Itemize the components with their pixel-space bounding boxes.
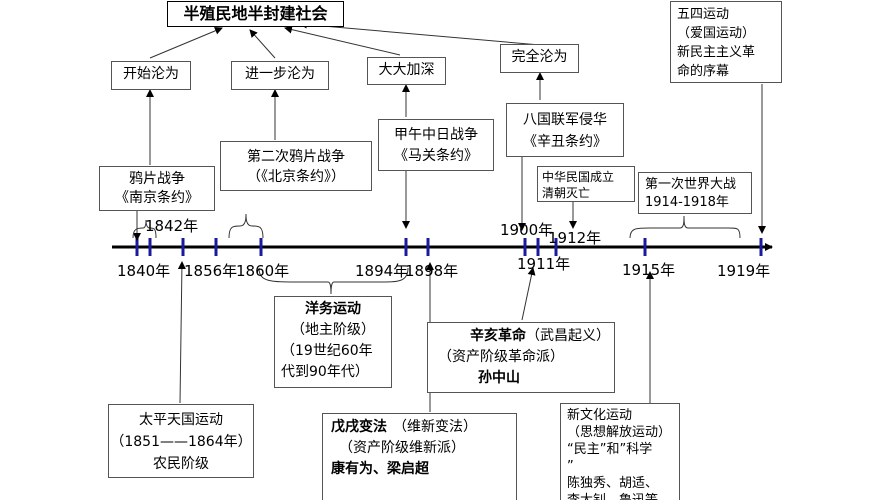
- new-culture-leaders-1: 陈独秀、胡适、: [567, 476, 659, 491]
- taiping-box: 太平天国运动 （1851——1864年） 农民阶级: [108, 404, 254, 478]
- may-fourth-box: 五四运动 （爱国运动） 新民主主义革 命的序幕: [670, 1, 782, 83]
- level-further: 进一步沦为: [231, 61, 329, 90]
- xinhai-leader: 孙中山: [478, 370, 520, 386]
- level-complete-label: 完全沦为: [511, 49, 568, 65]
- timeline-ticks: [135, 238, 763, 256]
- new-culture-leaders-2: 李大钊、鲁迅等: [567, 492, 673, 500]
- roc-founded-name: 中华民国成立: [542, 170, 615, 184]
- roc-founded-box: 中华民国成立 清朝灭亡: [537, 166, 635, 202]
- westernization-period-1: （19世纪60年: [281, 343, 373, 359]
- brace-1840-1842: [132, 219, 157, 239]
- wwi-years: 1914-1918年: [645, 195, 729, 210]
- may-fourth-desc-1: 新民主主义革: [677, 45, 756, 60]
- level-begin: 开始沦为: [111, 61, 191, 90]
- westernization-period-2: 代到90年代）: [281, 364, 369, 380]
- year-1912: 1912年: [548, 229, 602, 247]
- qing-end-label: 清朝灭亡: [542, 186, 591, 200]
- xinhai-box: 辛亥革命（武昌起义） （资产阶级革命派） 孙中山: [427, 322, 615, 393]
- may-fourth-note: （爱国运动）: [677, 26, 756, 41]
- brace-1860-1894: [258, 267, 409, 295]
- westernization-name: 洋务运动: [305, 301, 361, 317]
- taiping-name: 太平天国运动: [139, 412, 223, 428]
- xinhai-sub: （武昌起义）: [526, 328, 610, 344]
- taiping-class: 农民阶级: [153, 456, 209, 472]
- westernization-class: （地主阶级）: [291, 322, 375, 338]
- opium-war-name: 鸦片战争: [129, 171, 185, 187]
- brace-wwi: [629, 215, 741, 239]
- page-title: 半殖民地半封建社会: [183, 4, 328, 23]
- new-culture-slogan: “民主”和”科学: [567, 442, 653, 457]
- wuxu-sub: （维新变法）: [393, 419, 477, 435]
- xinhai-class: （资产阶级革命派）: [438, 349, 564, 365]
- year-1840: 1840年: [117, 262, 171, 280]
- xinhai-name: 辛亥革命: [470, 328, 526, 344]
- sino-japanese-war-treaty: 《马关条约》: [394, 148, 478, 164]
- westernization-box: 洋务运动 （地主阶级） （19世纪60年 代到90年代）: [274, 296, 392, 388]
- eight-nation-name: 八国联军侵华: [523, 112, 607, 128]
- year-1842: 1842年: [145, 217, 199, 235]
- year-1900: 1900年: [500, 221, 554, 239]
- year-1856: 1856年: [184, 262, 238, 280]
- year-1898: 1898年: [405, 262, 459, 280]
- level-complete: 完全沦为: [500, 44, 579, 73]
- title-box: 半殖民地半封建社会: [167, 1, 344, 27]
- brace-1856-1860: [228, 213, 264, 239]
- level-deepen-label: 大大加深: [378, 62, 435, 78]
- second-opium-war-treaty: （《北京条约》）: [247, 169, 345, 185]
- wuxu-class: （资产阶级维新派）: [339, 440, 465, 456]
- taiping-years: （1851——1864年）: [110, 434, 252, 450]
- xinhai-title-line: 辛亥革命（武昌起义）: [438, 326, 610, 347]
- level-further-label: 进一步沦为: [245, 66, 315, 82]
- year-1894: 1894年: [355, 262, 409, 280]
- wuxu-box: 戊戌变法 （维新变法） （资产阶级维新派） 康有为、梁启超: [322, 413, 517, 500]
- new-culture-box: 新文化运动 （思想解放运动） “民主”和”科学 ” 陈独秀、胡适、 李大钊、鲁迅…: [560, 403, 680, 500]
- wuxu-name: 戊戌变法: [331, 419, 387, 435]
- wuxu-title-line: 戊戌变法 （维新变法）: [331, 417, 508, 438]
- level-begin-label: 开始沦为: [123, 66, 179, 82]
- level-deepen: 大大加深: [367, 57, 446, 85]
- opium-war-box: 鸦片战争 《南京条约》: [99, 166, 215, 211]
- eight-nation-treaty: 《辛丑条约》: [523, 134, 607, 150]
- year-1911: 1911年: [517, 255, 571, 273]
- eight-nation-box: 八国联军侵华 《辛丑条约》: [506, 103, 624, 157]
- second-opium-war-name: 第二次鸦片战争: [247, 149, 345, 165]
- year-1915: 1915年: [622, 261, 676, 279]
- year-1860: 1860年: [236, 262, 290, 280]
- new-culture-note: （思想解放运动）: [567, 425, 672, 440]
- opium-war-treaty: 《南京条约》: [115, 190, 199, 206]
- sino-japanese-war-box: 甲午中日战争 《马关条约》: [378, 119, 494, 171]
- wuxu-leaders: 康有为、梁启超: [331, 461, 429, 477]
- year-1919: 1919年: [717, 262, 771, 280]
- may-fourth-desc-2: 命的序幕: [677, 64, 730, 79]
- sino-japanese-war-name: 甲午中日战争: [394, 127, 478, 143]
- new-culture-slogan-end: ”: [567, 459, 574, 474]
- may-fourth-name: 五四运动: [677, 7, 730, 22]
- wwi-box: 第一次世界大战 1914-1918年: [638, 172, 752, 214]
- new-culture-name: 新文化运动: [567, 408, 633, 423]
- wwi-name: 第一次世界大战: [645, 177, 737, 192]
- second-opium-war-box: 第二次鸦片战争 （《北京条约》）: [220, 141, 372, 191]
